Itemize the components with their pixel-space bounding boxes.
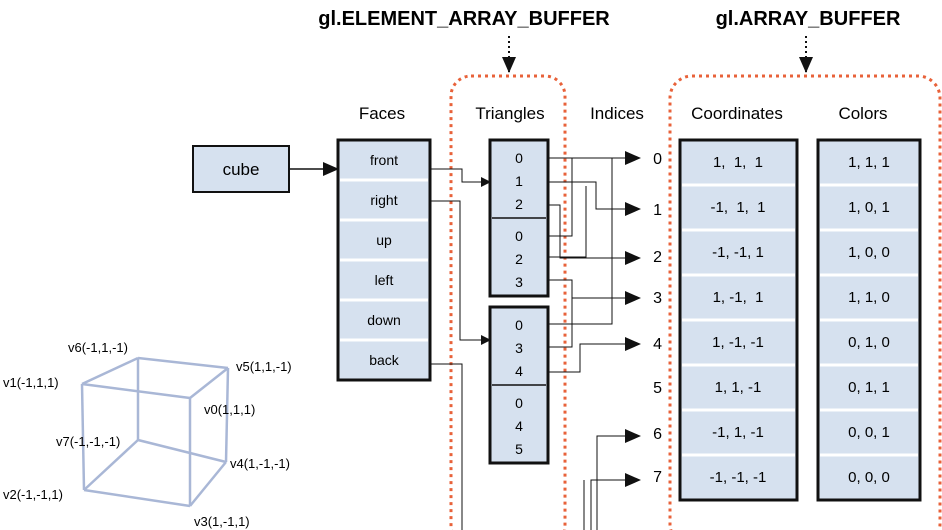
connector (596, 429, 641, 530)
coordinate-cell: -1, -1, -1 (710, 469, 767, 486)
vertex-label-v5: v5(1,1,-1) (236, 359, 292, 374)
cube-edge (137, 438, 227, 464)
triangle-index: 0 (515, 228, 523, 244)
triangle-index: 5 (515, 441, 523, 457)
index-label: 0 (653, 151, 662, 168)
cube-edge (83, 439, 139, 491)
coordinate-cell: -1, -1, 1 (712, 244, 764, 261)
color-cell: 0, 0, 1 (848, 424, 890, 441)
face-back: back (369, 352, 400, 368)
cube-edge (80, 383, 86, 491)
front-to-triangles-arrow (430, 168, 491, 187)
index-label: 4 (653, 336, 662, 353)
triangles-header: Triangles (475, 104, 544, 123)
triangles-group-right: 0 3 4 0 4 5 (488, 305, 550, 465)
element-array-buffer-heading: gl.ELEMENT_ARRAY_BUFFER (318, 8, 610, 30)
index-label: 2 (653, 249, 662, 266)
array-buffer-frame (668, 74, 942, 530)
faces-header: Faces (359, 104, 405, 123)
vertex-label-v2: v2(-1,-1,1) (3, 487, 63, 502)
faces-column: front right up left down back (336, 138, 432, 382)
color-cell: 1, 0, 0 (848, 244, 890, 261)
triangle-index: 4 (515, 418, 523, 434)
face-right: right (370, 192, 397, 208)
connector (548, 298, 573, 348)
vertex-label-v0: v0(1,1,1) (204, 402, 255, 417)
back-connector (430, 363, 463, 530)
triangle-index: 4 (515, 363, 523, 379)
index-connectors (548, 151, 641, 530)
index-label: 6 (653, 426, 662, 443)
color-cell: 1, 1, 1 (848, 154, 890, 171)
indices-header: Indices (590, 104, 644, 123)
coordinates-column: 1, 1, 1 -1, 1, 1 -1, -1, 1 1, -1, 1 1, -… (678, 138, 799, 502)
vertex-label-v3: v3(1,-1,1) (194, 514, 250, 529)
element-array-buffer-frame (449, 74, 567, 530)
triangle-index: 2 (515, 251, 523, 267)
coordinate-cell: 1, 1, -1 (715, 379, 762, 396)
index-label: 1 (653, 202, 662, 219)
triangle-index: 3 (515, 340, 523, 356)
colors-header: Colors (838, 104, 887, 123)
connector (548, 337, 641, 373)
triangle-index: 0 (515, 317, 523, 333)
connector (548, 181, 641, 216)
coordinate-cell: -1, 1, 1 (710, 199, 765, 216)
color-cell: 0, 1, 1 (848, 379, 890, 396)
index-label: 7 (653, 469, 662, 486)
vertex-label-v4: v4(1,-1,-1) (230, 456, 290, 471)
cube-edge (81, 382, 191, 400)
triangle-index: 1 (515, 173, 523, 189)
coordinate-cell: 1, -1, 1 (713, 289, 764, 306)
cube-edge (137, 356, 229, 370)
cube-edge (224, 367, 230, 463)
connector (548, 158, 573, 237)
vertex-label-v1: v1(-1,1,1) (3, 375, 59, 390)
cube-edge (81, 356, 139, 386)
face-down: down (367, 312, 400, 328)
color-cell: 0, 1, 0 (848, 334, 890, 351)
connector (548, 158, 613, 325)
face-left: left (375, 272, 394, 288)
coordinates-header: Coordinates (691, 104, 783, 123)
face-up: up (376, 232, 392, 248)
triangles-group-front: 0 1 2 0 2 3 (488, 138, 550, 298)
color-cell: 1, 1, 0 (848, 289, 890, 306)
triangle-index: 0 (515, 150, 523, 166)
wireframe-cube (80, 356, 230, 508)
triangle-index: 0 (515, 395, 523, 411)
cube-label: cube (223, 160, 260, 179)
cube-edge (83, 488, 191, 508)
colors-column: 1, 1, 1 1, 0, 1 1, 0, 0 1, 1, 0 0, 1, 0 … (816, 138, 922, 502)
cube-edge (189, 461, 227, 507)
coordinate-cell: -1, 1, -1 (712, 424, 764, 441)
connector (548, 186, 587, 258)
array-buffer-heading: gl.ARRAY_BUFFER (716, 8, 901, 30)
vertex-label-v7: v7(-1,-1,-1) (56, 434, 120, 449)
vertex-label-v6: v6(-1,1,-1) (68, 340, 128, 355)
color-cell: 0, 0, 0 (848, 469, 890, 486)
cube-edge (189, 367, 229, 399)
coordinate-cell: 1, -1, -1 (712, 334, 764, 351)
triangle-index: 2 (515, 196, 523, 212)
face-front: front (370, 152, 398, 168)
coordinate-cell: 1, 1, 1 (713, 154, 763, 171)
right-to-triangles-arrow (430, 200, 491, 345)
connector (590, 473, 641, 530)
color-cell: 1, 0, 1 (848, 199, 890, 216)
index-label: 5 (653, 380, 662, 397)
connector (548, 279, 641, 305)
triangle-index: 3 (515, 274, 523, 290)
index-label: 3 (653, 290, 662, 307)
connector (548, 204, 641, 265)
